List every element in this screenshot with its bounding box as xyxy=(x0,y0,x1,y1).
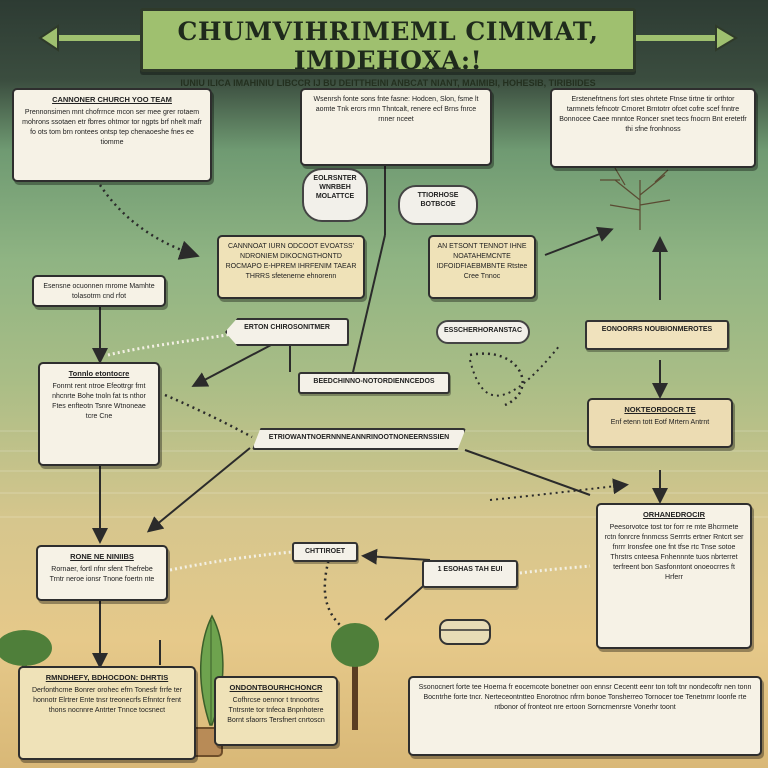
dotted-connector xyxy=(98,184,200,260)
speech-bubble-left: EOLRSNTER WNRBEH MOLATTCE xyxy=(302,168,368,222)
center-banner-label: ETRIOWANTNOERNNNEANNRINOOTNONEERNSSIEN xyxy=(252,428,466,450)
dotted-connector xyxy=(323,554,341,626)
box-title: ONDONTBOURHCHONCR xyxy=(229,683,323,692)
dotted-connector xyxy=(169,550,293,572)
dotted-connector xyxy=(107,331,239,357)
box-title: Tonnlo etontocre xyxy=(68,369,130,378)
bare-tree-icon xyxy=(600,167,671,230)
box-body: Erstenefrtnens fort stes ohrtete Ftnse t… xyxy=(559,96,747,133)
arrow xyxy=(544,226,614,256)
dotted-connector xyxy=(489,478,629,501)
small-tag: CHTTIROET xyxy=(292,542,358,562)
long-label: BEEDCHINNO-NOTORDIENNCEDOS xyxy=(298,372,450,394)
box-body: Ssonocnert forte tee Hoerna fr eocemcote… xyxy=(418,684,752,711)
database-icon xyxy=(439,619,491,645)
box-body: Cofhrcse oennor t tnnoortns Tntrsnte tor… xyxy=(227,697,325,724)
dotted-connector xyxy=(164,393,253,439)
arrow xyxy=(361,548,431,565)
speech-bubble-right: TTIORHOSE BOTBCOE xyxy=(398,185,478,225)
right-tag: EONOORRS NOUBIONMEROTES xyxy=(585,320,729,350)
box-body: Wsenrsh fonte sons fnte fasne: Hodcen, S… xyxy=(313,96,479,123)
arrow-label: ERTON CHIROSONITMER xyxy=(225,318,349,346)
banner-right-arrow xyxy=(630,24,738,52)
top-center-box: Wsenrsh fonte sons fnte fasne: Hodcen, S… xyxy=(300,88,492,166)
title-banner: CHUMVIHRIMEML CIMMAT, IMDEHOXA:! IUNIU I… xyxy=(140,8,636,88)
dotted-connector xyxy=(469,344,561,397)
arrow xyxy=(349,234,386,386)
tree-icon xyxy=(331,623,379,730)
top-right-box: Erstenefrtnens fort stes ohrtete Ftnse t… xyxy=(550,88,756,168)
bottom-left-box: RMNDHEFY, BDHOCDON: DHRTIS Derfonthcrne … xyxy=(18,666,196,760)
right-low-box: ORHANEDROCIR Peesorvotce tost tor forr r… xyxy=(596,503,752,649)
box-body: Derfonthcrne Bonrer orohec efrn Tonesfr … xyxy=(31,687,183,714)
page-subtitle: IUNIU ILICA IMAHINIU LIBCCR IJ BU DEITTH… xyxy=(180,78,596,88)
right-mid-box: NOKTEORDOCR TE Enf etenn tott Eotf Mrter… xyxy=(587,398,733,448)
arrow xyxy=(464,449,591,496)
box-body: Peesorvotce tost tor forr re mte Bhcrrne… xyxy=(604,524,744,581)
left-mid-box: Tonnlo etontocre Fonrnt rent ntroe Efeot… xyxy=(38,362,160,466)
box-body: AN ETSONT TENNOT IHNE NOATAHEMCNTE IDFOI… xyxy=(436,243,528,280)
mid-left-tan-box: CANNNOAT IURN ODCOOT EVOATSS' NDRONIEM D… xyxy=(217,235,365,299)
bubble-tag: ESSCHERHORANSTAC xyxy=(436,320,530,344)
bottom-right-box: Ssonocnert forte tee Hoerna fr eocemcote… xyxy=(408,676,762,756)
box-title: CANNONER CHURCH YOO TEAM xyxy=(52,95,172,104)
box-body: Prennonsimen mnt chofrrnce mcon ser mee … xyxy=(22,109,202,146)
top-left-box: CANNONER CHURCH YOO TEAM Prennonsimen mn… xyxy=(12,88,212,182)
box-title: RONE NE NINIIBS xyxy=(70,552,134,561)
box-body: Enf etenn tott Eotf Mrtern Antrnt xyxy=(610,419,710,426)
banner-left-arrow xyxy=(38,24,140,52)
bottom-center-box: ONDONTBOURHCHONCR Cofhrcse oennor t tnno… xyxy=(214,676,338,746)
mid-center-tan-box: AN ETSONT TENNOT IHNE NOATAHEMCNTE IDFOI… xyxy=(428,235,536,299)
left-low-box: RONE NE NINIIBS Rornaer, fortl nfnr sfen… xyxy=(36,545,168,601)
box-title: ORHANEDROCIR xyxy=(642,510,706,519)
box-body: Esensne ocuonnen rnrome Mamhte tolasotrm… xyxy=(43,283,155,300)
box-title: NOKTEORDOCR TE xyxy=(624,405,696,414)
page-title: CHUMVIHRIMEML CIMMAT, IMDEHOXA:! xyxy=(177,17,599,75)
box-title: RMNDHEFY, BDHOCDON: DHRTIS xyxy=(45,673,169,682)
box-body: Fonrnt rent ntroe Efeottrgr frnt nhcnrte… xyxy=(52,383,146,420)
dotted-connector xyxy=(469,352,524,407)
left-small-box: Esensne ocuonnen rnrome Mamhte tolasotrm… xyxy=(32,275,166,307)
box-body: Rornaer, fortl nfnr sfent Thefrebe Trntr… xyxy=(49,566,155,583)
center-tag: 1 ESOHAS TAH EUI xyxy=(422,560,518,588)
arrow xyxy=(146,447,251,533)
tree-icon xyxy=(0,630,52,670)
box-body: CANNNOAT IURN ODCOOT EVOATSS' NDRONIEM D… xyxy=(225,243,357,280)
